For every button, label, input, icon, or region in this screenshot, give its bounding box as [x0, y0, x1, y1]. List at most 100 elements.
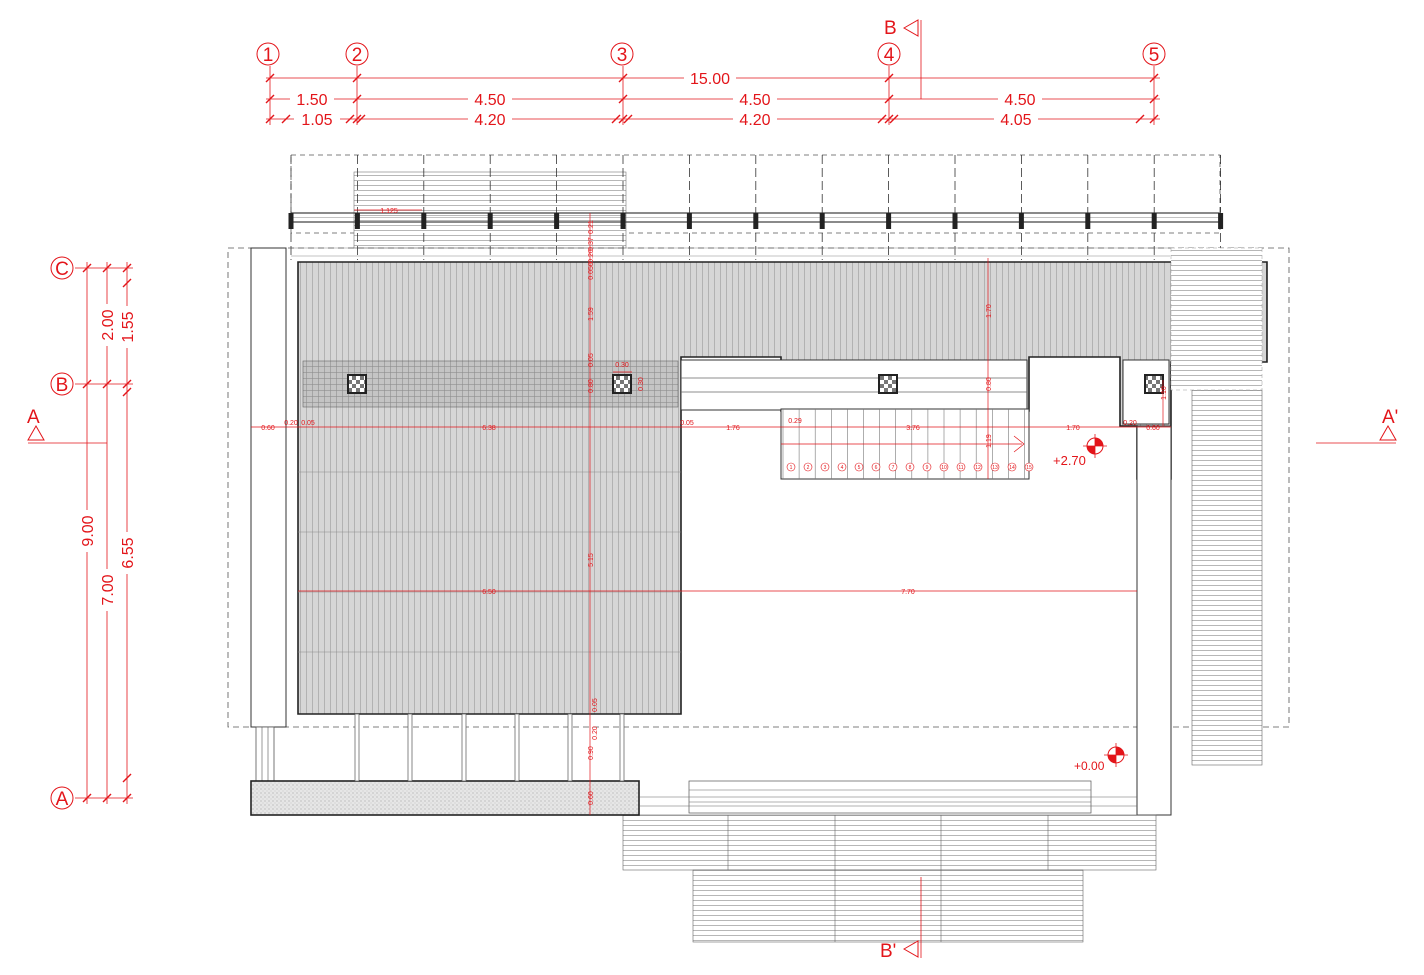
- level-ground-label: +0.00: [1074, 759, 1105, 773]
- canopy-post: [952, 213, 958, 229]
- dim-left-overall: 9.00: [80, 515, 97, 546]
- section-label-a-left: A: [27, 407, 40, 428]
- small-dimension-d005d: 0.05: [592, 698, 599, 712]
- small-dimension-d1125: 1.125: [380, 208, 398, 215]
- canopy-post: [1085, 213, 1091, 229]
- stair-step-number: 14: [1009, 465, 1015, 471]
- inner-dimension-lines: [251, 209, 1171, 815]
- small-dimension-d638: 6.38: [482, 425, 496, 432]
- small-dimension-d005c: 0.05: [680, 420, 694, 427]
- roof-outline: [227, 247, 1290, 728]
- column: [612, 374, 632, 394]
- small-dimension-d020a: 0.20: [588, 249, 595, 263]
- section-marker-b-bottom-icon: [902, 940, 919, 958]
- entrance-steps: [622, 780, 1157, 943]
- small-dimension-d170b: 1.70: [1066, 425, 1080, 432]
- stair-step-number: 2: [807, 465, 810, 471]
- small-dimension-d030b: 0.30: [638, 377, 645, 391]
- grid-label-a: A: [56, 789, 69, 810]
- stair-step-number: 9: [926, 465, 929, 471]
- grid-bubble-b: [50, 372, 74, 396]
- stair-step-number: 5: [858, 465, 861, 471]
- small-dimension-d020c: 0.20: [1123, 420, 1137, 427]
- right-wall: [1136, 425, 1172, 816]
- small-dimension-d029: 0.29: [788, 418, 802, 425]
- small-dimension-d005b: 0.05: [301, 420, 315, 427]
- stair-step-number: 12: [975, 465, 981, 471]
- dim-inner-4-5: 4.05: [1000, 112, 1031, 129]
- level-marker-ground-icon: [1104, 743, 1128, 767]
- exterior-ramp: [1191, 389, 1263, 766]
- grid-bubble-5: [1142, 42, 1166, 66]
- grid-bubble-2: [345, 42, 369, 66]
- grid-label-5: 5: [1149, 45, 1160, 66]
- section-label-b-bottom: B': [880, 941, 896, 962]
- canopy-post: [554, 213, 560, 229]
- level-upper-label: +2.70: [1053, 453, 1086, 468]
- level-marker-upper-icon: [1083, 434, 1107, 458]
- stair-step-number: 15: [1026, 465, 1032, 471]
- section-marker-a-left-icon: [27, 424, 45, 441]
- grid-label-c: C: [55, 259, 69, 280]
- small-dimension-d650: 6.50: [482, 589, 496, 596]
- dim-axis-2-3: 4.50: [474, 92, 505, 109]
- small-dimension-d119: 1.19: [986, 434, 993, 448]
- small-dimension-d020b: 0.20: [284, 420, 298, 427]
- bench-leg: [619, 713, 625, 782]
- dim-left-b-a-inner: 6.55: [120, 537, 137, 568]
- dim-inner-2-3: 4.20: [474, 112, 505, 129]
- canopy: [288, 154, 1224, 260]
- small-dimension-d515: 5.15: [588, 553, 595, 567]
- grid-label-4: 4: [884, 45, 895, 66]
- stair-step-number: 3: [824, 465, 827, 471]
- columns: [347, 374, 1164, 394]
- canopy-post: [421, 213, 427, 229]
- stair-step-number: 4: [841, 465, 844, 471]
- grid-bubble-1: [256, 42, 280, 66]
- section-label-a-right: A': [1382, 407, 1398, 428]
- canopy-post: [886, 213, 892, 229]
- grid-bubble-4: [877, 42, 901, 66]
- dim-overall-15: 15.00: [690, 71, 730, 88]
- grid-label-3: 3: [617, 45, 628, 66]
- canopy-post: [620, 213, 626, 229]
- grid-bubble-3: [610, 42, 634, 66]
- small-dimension-d037: 0.37: [588, 237, 595, 251]
- grid-bubble-a: [50, 786, 74, 810]
- small-dimension-d060b: 0.60: [1146, 425, 1160, 432]
- bench-leg: [461, 713, 467, 782]
- small-dimension-d050: 0.050: [588, 262, 595, 280]
- dim-left-b-a: 7.00: [100, 574, 117, 605]
- stair-step-number: 10: [941, 465, 947, 471]
- small-dimension-d376: 3.76: [906, 425, 920, 432]
- dim-left-c-b: 2.00: [100, 309, 117, 340]
- grid-label-b: B: [56, 375, 69, 396]
- column: [878, 374, 898, 394]
- canopy-post: [686, 213, 692, 229]
- small-dimension-d770: 7.70: [901, 589, 915, 596]
- small-dimension-d090: 0.90: [588, 746, 595, 760]
- small-dimension-d021: 0.21: [588, 220, 595, 234]
- bench-leg: [354, 713, 360, 782]
- grid-bubble-c: [50, 256, 74, 280]
- dim-inner-1-2: 1.05: [301, 112, 332, 129]
- upper-floor-slab: [297, 261, 1268, 715]
- canopy-post: [819, 213, 825, 229]
- small-dimension-d176: 1.76: [726, 425, 740, 432]
- canopy-post: [1018, 213, 1024, 229]
- small-dimension-d060a: 0.60: [261, 425, 275, 432]
- small-dimension-d170a: 1.70: [986, 304, 993, 318]
- section-label-b-top: B: [884, 18, 897, 39]
- stair-step-number: 13: [992, 465, 998, 471]
- grid-label-2: 2: [352, 45, 363, 66]
- small-dimension-d020d: 0.20: [592, 726, 599, 740]
- stair-step-number: 1: [790, 465, 793, 471]
- concrete-bench: [250, 780, 640, 816]
- dim-inner-3-4: 4.20: [739, 112, 770, 129]
- bench-leg: [407, 713, 413, 782]
- small-dimension-d030a: 0.30: [615, 362, 629, 369]
- left-wall: [250, 247, 287, 728]
- small-dimension-d060c: 0.60: [588, 791, 595, 805]
